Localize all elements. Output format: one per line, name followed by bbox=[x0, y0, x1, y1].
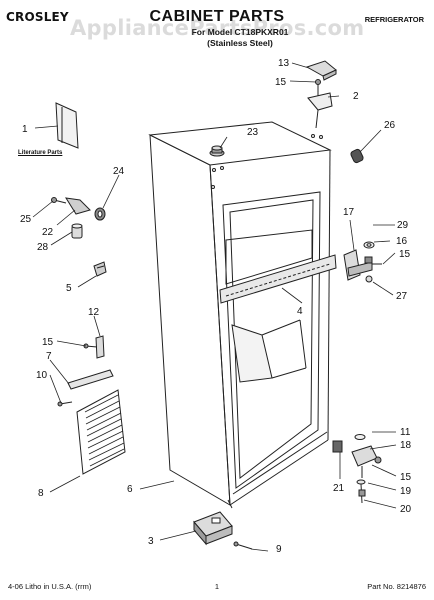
foot-screw bbox=[233, 541, 253, 550]
trim-strip bbox=[67, 369, 114, 390]
callout-22: 22 bbox=[42, 227, 54, 238]
model-line: For Model CT18PKXR01 bbox=[191, 27, 289, 37]
callout-27: 27 bbox=[396, 291, 408, 302]
top-hinge-cover bbox=[305, 60, 337, 81]
grille-bracket bbox=[83, 335, 105, 359]
rear-grille bbox=[76, 389, 126, 475]
callout-8: 8 bbox=[38, 488, 44, 499]
category-label: REFRIGERATOR bbox=[364, 15, 424, 24]
callout-6: 6 bbox=[127, 484, 133, 495]
callout-17: 17 bbox=[343, 207, 355, 218]
callout-13: 13 bbox=[278, 58, 290, 69]
callout-9: 9 bbox=[276, 544, 282, 555]
center-hinge-assembly bbox=[343, 241, 382, 283]
footer-page-number: 1 bbox=[214, 582, 220, 591]
callout-2: 2 bbox=[353, 91, 359, 102]
callout-15-top: 15 bbox=[275, 77, 287, 88]
callout-4: 4 bbox=[297, 306, 303, 317]
bottom-hinge-assembly bbox=[332, 434, 382, 504]
hinge-plug bbox=[350, 148, 364, 164]
callout-24: 24 bbox=[113, 166, 125, 177]
grille-screw bbox=[57, 401, 73, 407]
callout-12: 12 bbox=[88, 307, 100, 318]
page-title: CABINET PARTS bbox=[149, 8, 285, 25]
leader-lines bbox=[32, 62, 397, 552]
callout-15-bottom: 15 bbox=[400, 472, 412, 483]
callout-25: 25 bbox=[20, 214, 32, 225]
callout-21: 21 bbox=[333, 483, 345, 494]
front-foot bbox=[193, 511, 233, 546]
top-hinge bbox=[307, 79, 333, 129]
callout-26: 26 bbox=[384, 120, 396, 131]
literature-parts-label: Literature Parts bbox=[18, 150, 63, 156]
callout-5: 5 bbox=[66, 283, 72, 294]
callout-1: 1 bbox=[22, 124, 28, 135]
clip bbox=[93, 261, 107, 277]
callout-28: 28 bbox=[37, 242, 49, 253]
callout-15-middle: 15 bbox=[399, 249, 411, 260]
callout-15-left: 15 bbox=[42, 337, 54, 348]
literature-parts bbox=[55, 102, 79, 149]
brand-logo: CROSLEY bbox=[6, 10, 69, 24]
callout-7: 7 bbox=[46, 351, 52, 362]
callout-19: 19 bbox=[400, 486, 412, 497]
footer-print-info: 4-06 Litho in U.S.A. (rrm) bbox=[8, 582, 92, 591]
callout-29: 29 bbox=[397, 220, 409, 231]
callout-23: 23 bbox=[247, 127, 259, 138]
footer-part-number: Part No. 8214876 bbox=[367, 582, 426, 591]
callout-10: 10 bbox=[36, 370, 48, 381]
callout-3: 3 bbox=[148, 536, 154, 547]
callout-labels: 1 2 3 4 5 6 7 8 9 10 11 12 13 15 15 15 1… bbox=[20, 58, 412, 555]
callout-18: 18 bbox=[400, 440, 412, 451]
callout-20: 20 bbox=[400, 504, 412, 515]
page-subtitle: (Stainless Steel) bbox=[207, 38, 273, 48]
callout-11: 11 bbox=[400, 427, 411, 438]
leveler-assembly bbox=[51, 197, 106, 239]
top-grommet bbox=[209, 145, 225, 157]
cabinet-body bbox=[148, 121, 337, 509]
callout-16: 16 bbox=[396, 236, 408, 247]
